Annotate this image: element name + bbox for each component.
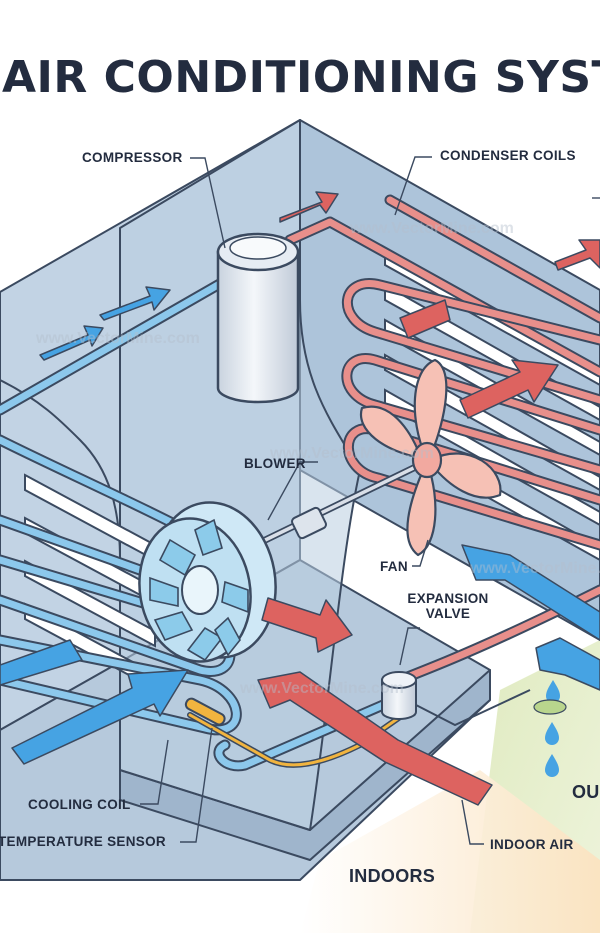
label-indoor-air: INDOOR AIR [490,837,574,852]
label-fan: FAN [380,559,408,574]
label-cooling-coil: COOLING COIL [28,797,131,812]
label-blower: BLOWER [244,456,306,471]
compressor [218,234,298,402]
label-outdoors: OU [572,782,600,803]
page-title: AIR CONDITIONING SYSTEM [2,52,600,103]
watermark: www.VectorMine.com [240,680,404,698]
watermark: www.VectorMine.com [470,560,600,578]
label-temperature-sensor: TEMPERATURE SENSOR [0,834,166,849]
watermark: www.VectorMine.com [36,330,200,348]
watermark: www.VectorMine.com [350,220,514,238]
label-indoors: INDOORS [349,866,435,887]
label-condenser-coils: CONDENSER COILS [440,148,576,163]
label-compressor: COMPRESSOR [82,150,183,165]
label-expansion-valve: EXPANSION VALVE [400,591,496,621]
label-expansion-valve-line1: EXPANSION [400,591,496,606]
label-expansion-valve-line2: VALVE [400,606,496,621]
